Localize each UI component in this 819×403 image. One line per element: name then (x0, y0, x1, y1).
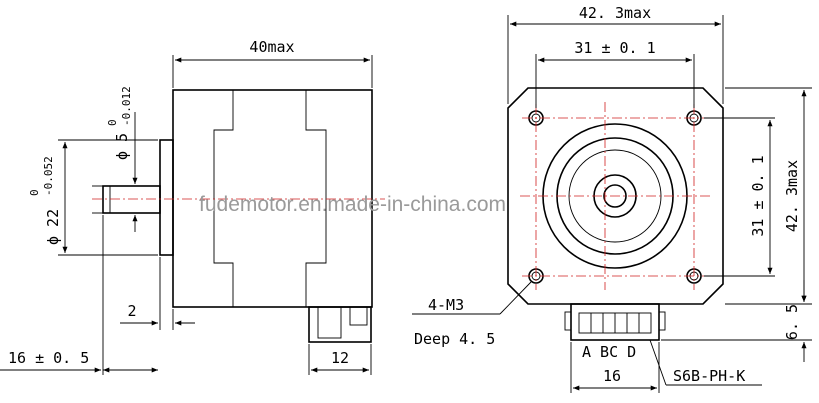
dim-connector-offset: 6. 5 (783, 304, 801, 340)
body-step-right (305, 90, 327, 307)
flange-outline (507, 87, 724, 305)
front-boss (159, 139, 174, 256)
dim-connector-width: 12 (331, 349, 349, 367)
shaft-inner (603, 184, 627, 208)
dim-boss-dia-tol-upper: 0 (28, 189, 41, 196)
dim-hole-spacing-h: 31 ± 0. 1 (574, 39, 655, 57)
dim-front-width: 42. 3max (579, 4, 651, 22)
dim-front-height: 42. 3max (783, 160, 801, 232)
connector-part-label: S6B-PH-K (673, 367, 745, 385)
dim-shaft-dia-tol-lower: -0.012 (120, 86, 133, 126)
connector-latch (349, 306, 368, 326)
holes-leader (499, 281, 532, 315)
dim-boss-dia-tol-lower: -0.052 (42, 156, 55, 196)
dim-shaft-dia: ϕ 5 (113, 133, 131, 160)
dim-boss-dia: ϕ 22 (44, 209, 62, 245)
connector-ear-right (658, 311, 666, 331)
holes-label: 4-M3 (428, 296, 464, 314)
body-step-left (213, 90, 234, 307)
dim-shaft-dia-tol-upper: 0 (106, 119, 119, 126)
depth-label: Deep 4. 5 (414, 330, 495, 348)
mounting-holes (528, 110, 702, 284)
dim-40max: 40max (249, 38, 294, 56)
part-leader (649, 339, 667, 386)
pin-labels: A BC D (582, 343, 636, 361)
dim-shaft-length: 16 ± 0. 5 (8, 349, 89, 367)
side-view: 40max ϕ 5 0 -0.012 ϕ 22 0 -0.052 2 16 ± … (0, 38, 385, 375)
motor-shaft (102, 185, 161, 214)
connector-pin-block (317, 306, 342, 339)
front-view: 42. 3max 31 ± 0. 1 42. 3max 31 ± 0. 1 6.… (412, 4, 812, 393)
dim-boss-length: 2 (127, 302, 136, 320)
dim-connector-front: 16 (603, 367, 621, 385)
dim-hole-spacing-v: 31 ± 0. 1 (749, 155, 767, 236)
watermark: fudemotor.en.made-in-china.com (199, 193, 506, 216)
connector-ear-left (564, 311, 572, 331)
